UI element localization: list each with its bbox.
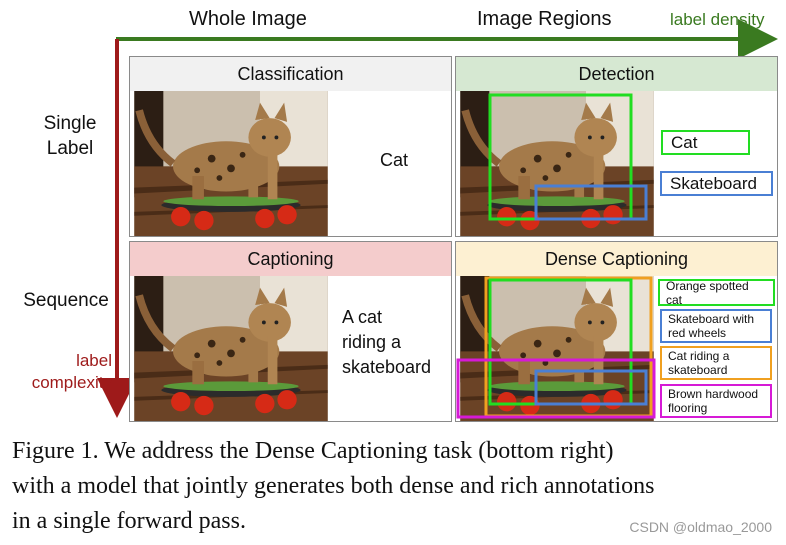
classification-title: Classification [130, 57, 451, 91]
skateboard-label: Skateboard [660, 171, 773, 196]
label-density-label: label density [670, 10, 765, 29]
cat-box [488, 93, 633, 221]
dense-boxes [456, 276, 656, 419]
cat-skateboard-photo [130, 276, 332, 421]
skateboard-wheels-box [534, 369, 648, 406]
orange-cat-label: Orange spotted cat [658, 279, 775, 307]
dense-captioning-title: Dense Captioning [456, 242, 777, 276]
skateboard-box [534, 184, 648, 221]
captioning-output: A cat riding a skateboard [342, 307, 432, 377]
dense-captioning-panel: Dense Captioning Orange spotted cat Skat… [455, 241, 778, 422]
image-regions-label: Image Regions [477, 8, 612, 30]
captioning-title: Captioning [130, 242, 451, 276]
label-complexity-label: label complexity [31, 351, 112, 392]
classification-panel: Classification Cat [129, 56, 452, 237]
whole-image-label: Whole Image [189, 8, 307, 30]
cat-skateboard-photo [130, 91, 332, 236]
detection-title: Detection [456, 57, 777, 91]
figure-caption: Figure 1. We address the Dense Captionin… [12, 438, 655, 534]
classification-output: Cat [380, 150, 409, 170]
single-label-row-label: Single Label [43, 113, 97, 159]
flooring-box [456, 358, 656, 419]
cat-riding-box [484, 276, 653, 418]
cat-riding-label: Cat riding a skateboard [660, 346, 772, 380]
sequence-row-label: Sequence [23, 290, 109, 311]
cat-label: Cat [661, 130, 750, 155]
detection-boxes [488, 93, 648, 221]
skateboard-wheels-label: Skateboard with red wheels [660, 309, 772, 343]
watermark: CSDN @oldmao_2000 [629, 519, 772, 535]
detection-panel: Detection Cat Skateboard [455, 56, 778, 237]
flooring-label: Brown hardwood flooring [660, 384, 772, 418]
captioning-panel: Captioning A cat riding a skateboard [129, 241, 452, 422]
orange-cat-box [488, 278, 633, 406]
